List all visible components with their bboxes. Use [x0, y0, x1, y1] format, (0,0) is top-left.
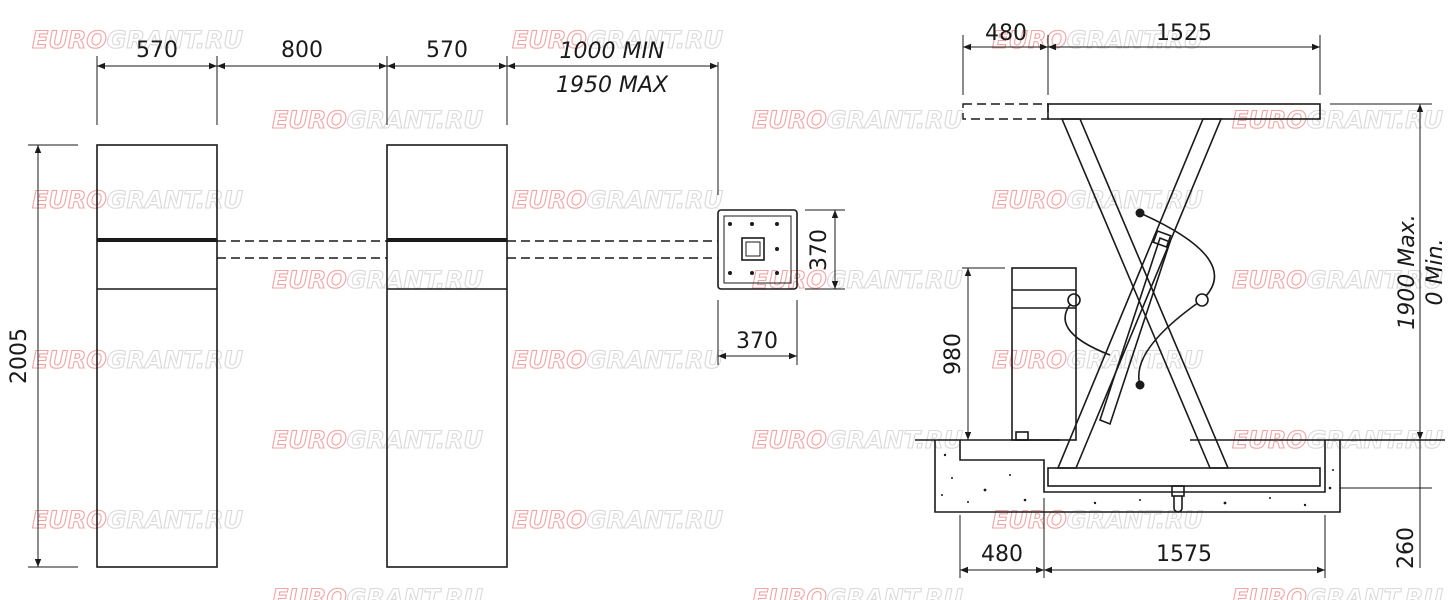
dim-lift-height-min: 0 Min. [1423, 238, 1448, 305]
control-panel [717, 209, 798, 290]
floor-and-pit [915, 439, 1445, 513]
watermark-text: EUROGRANT.RU [32, 186, 243, 214]
dim-pit-len: 1575 [1156, 542, 1212, 567]
dim-platform-len: 1525 [1156, 21, 1212, 46]
dim-post-height: 2005 [7, 328, 32, 384]
dim-left-width-1: 570 [136, 38, 178, 63]
dim-pit-depth: 260 [1394, 527, 1419, 569]
dim-extension-max: 1950 MAX [556, 73, 669, 98]
watermark-text: EUROGRANT.RU [272, 426, 483, 454]
watermark-text: EUROGRANT.RU [1232, 106, 1443, 134]
watermark-text: EUROGRANT.RU [272, 584, 483, 600]
dim-platform-ext: 480 [985, 21, 1027, 46]
watermark-text: EUROGRANT.RU [32, 26, 243, 54]
watermark-layer: EUROGRANT.RU EUROGRANT.RU EUROGRANT.RU EURO… [31, 25, 1443, 600]
watermark-text: EUROGRANT.RU [512, 26, 723, 54]
watermark-text: EUROGRANT.RU [752, 584, 963, 600]
dim-gap-800: 800 [281, 38, 323, 63]
watermark-text: EUROGRANT.RU [512, 506, 723, 534]
watermark-text: EUROGRANT.RU [992, 186, 1203, 214]
dim-panel-height: 370 [807, 229, 832, 271]
watermark-text: EUROGRANT.RU [32, 506, 243, 534]
watermark-text: EUROGRANT.RU [752, 106, 963, 134]
dim-unit-height: 980 [941, 333, 966, 375]
watermark-text: EUROGRANT.RU [1232, 584, 1443, 600]
left-post [96, 144, 218, 568]
dim-pit-ext: 480 [981, 542, 1023, 567]
watermark-text: EUROGRANT.RU [992, 506, 1203, 534]
connecting-cable-dashed [217, 240, 718, 259]
watermark-text: EUROGRANT.RU [512, 186, 723, 214]
right-dimension-lines [959, 35, 1432, 578]
watermark-text: EUROGRANT.RU [272, 266, 483, 294]
watermark-text: EUROGRANT.RU [272, 106, 483, 134]
watermark-text: EUROGRANT.RU [512, 346, 723, 374]
dim-extension-min: 1000 MIN [560, 39, 665, 64]
watermark-text: EUROGRANT.RU [752, 426, 963, 454]
dim-panel-width: 370 [736, 329, 778, 354]
left-dimension-lines [28, 56, 845, 568]
dim-left-width-2: 570 [426, 38, 468, 63]
right-post [386, 144, 508, 568]
watermark-text: EUROGRANT.RU [32, 346, 243, 374]
scissor-lift [962, 103, 1321, 513]
dim-lift-height-max: 1900 Max. [1395, 214, 1420, 329]
